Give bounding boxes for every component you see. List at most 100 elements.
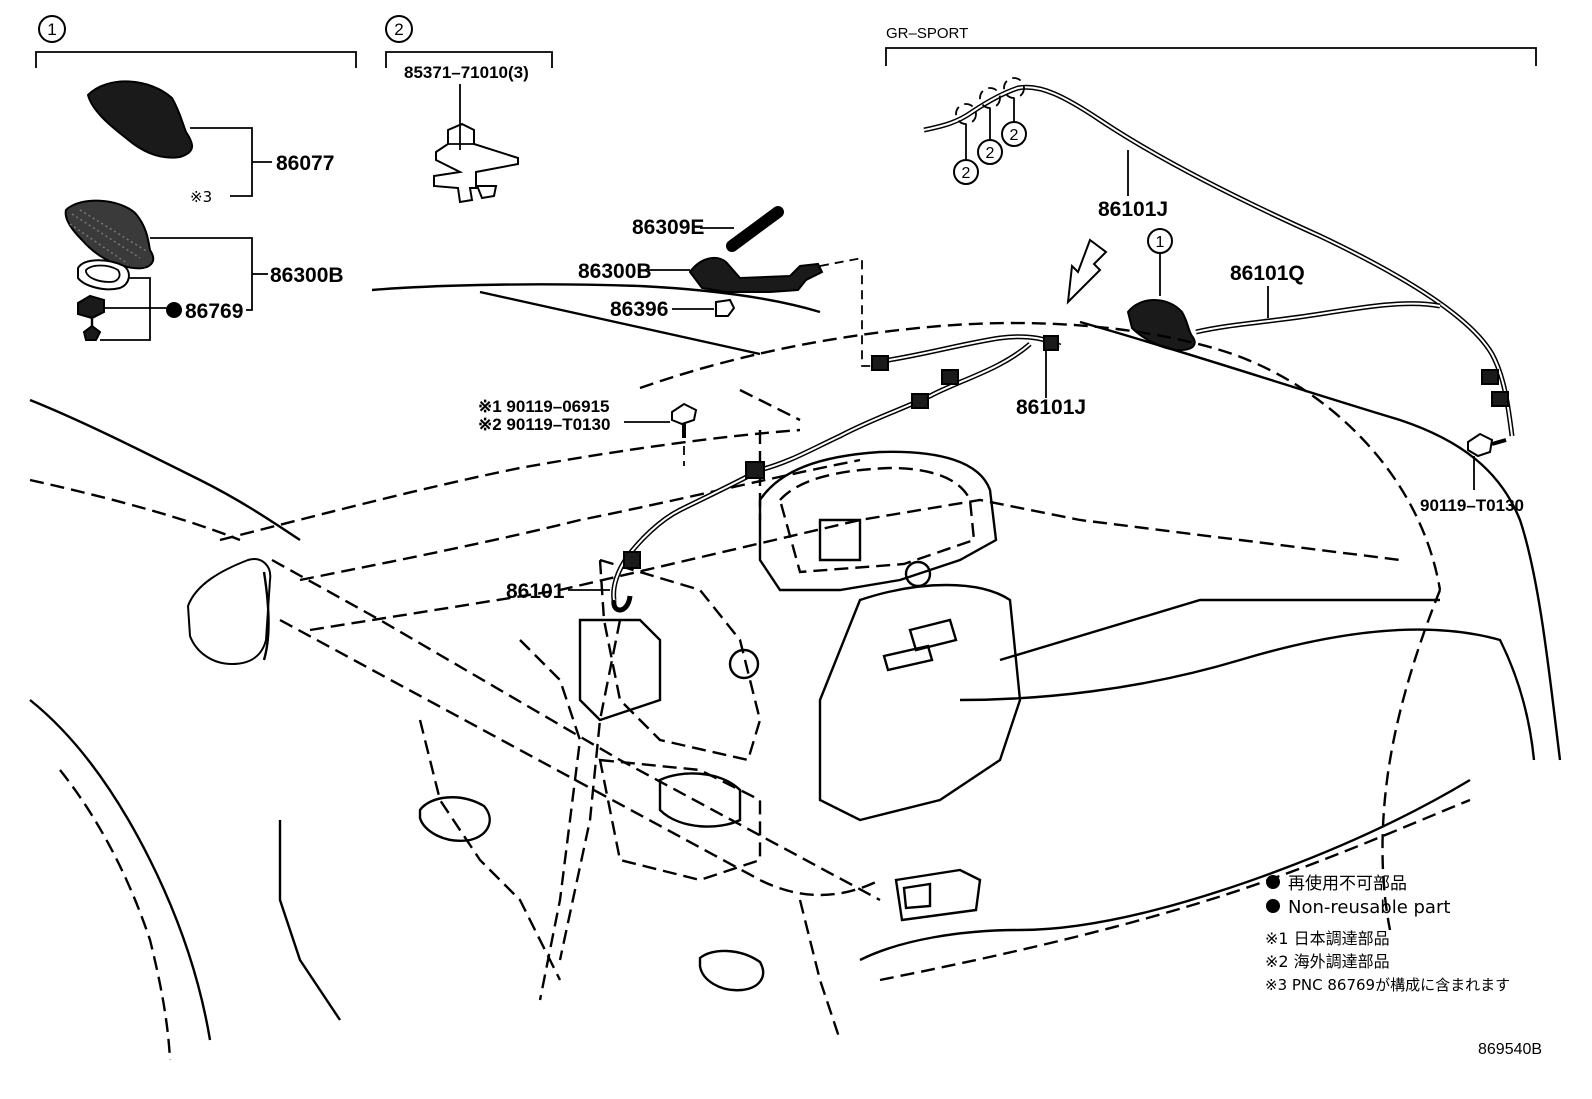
- direction-arrow: [1066, 238, 1108, 305]
- connector-c1: [745, 461, 765, 479]
- label-85371-71010: 85371–71010(3): [404, 63, 529, 82]
- legend-non-reusable-ja: 再使用不可部品: [1288, 873, 1407, 894]
- group-1-marker: 1: [47, 20, 56, 39]
- legend-note-2: ※2 海外調達部品: [1265, 952, 1390, 971]
- group-1-inset: 1 86077 ※3 86300B 86769: [35, 15, 357, 341]
- harness-86101Q: [1195, 301, 1441, 335]
- windshield-base: [219, 428, 801, 542]
- label-86300B-top: 86300B: [270, 264, 344, 287]
- steering-wheel-outline: [598, 558, 762, 762]
- roof-panel-line: [959, 628, 1536, 761]
- floor-line-right: [859, 778, 1471, 962]
- antenna-rod-shape: [726, 206, 784, 252]
- legend-non-reusable-en: Non-reusable part: [1288, 897, 1450, 918]
- harness-86101J-long-inner: [923, 86, 1513, 437]
- bolt-right-head: [1467, 432, 1494, 458]
- harness-86101Q-inner: [1195, 302, 1441, 333]
- vent-knob-1: [904, 560, 932, 588]
- group-2-marker-circle: [385, 15, 413, 43]
- door-handle-front: [698, 949, 765, 992]
- hood-dash: [29, 478, 241, 542]
- shark-fin-shape: [1126, 299, 1196, 352]
- group-1-bracket: [35, 51, 357, 68]
- bolt-head-shape: [82, 324, 102, 341]
- harness-86101-loop: [611, 595, 633, 613]
- bolt-callout-center: ※1 90119–06915 ※2 90119–T0130: [478, 397, 698, 466]
- bolt-center-head: [671, 402, 698, 426]
- label-86101J-a: 86101J: [1098, 198, 1168, 221]
- body-right-edge: [1079, 320, 1562, 761]
- bolt-right-shank: [1491, 438, 1507, 446]
- antenna-cable-dash: [819, 256, 876, 367]
- gr-sport-bracket: [885, 47, 1537, 66]
- dash-lower-left: [278, 820, 341, 1021]
- group-2-marker: 2: [394, 20, 403, 39]
- conn-marker-circle-a: [953, 159, 979, 185]
- conn-marker-circle-b: [977, 139, 1003, 165]
- door-edge-left: [29, 699, 212, 1041]
- legend-dot-ja: [1266, 875, 1280, 889]
- connector-f1: [871, 355, 889, 371]
- harness-86101J-branch-inner: [759, 343, 1031, 471]
- dash-long-1: [271, 558, 881, 902]
- conn-marker-b: 2: [986, 145, 995, 162]
- antenna-body-texture: [69, 209, 149, 265]
- gr-sport-section: GR–SPORT 2 2 2 86101J 1 86101Q: [885, 25, 1537, 515]
- cluster-screen: [818, 518, 862, 562]
- pillar-dash: [1381, 589, 1442, 931]
- gasket-inner: [85, 264, 121, 283]
- legend: 再使用不可部品 Non-reusable part ※1 日本調達部品 ※2 海…: [1265, 873, 1510, 994]
- steering-hub: [728, 648, 760, 680]
- non-reusable-dot-86769: [166, 302, 182, 318]
- gasket-shape: [77, 259, 130, 291]
- a-pillar-dash-left: [519, 639, 582, 1001]
- legend-note-3: ※3 PNC 86769が構成に含まれます: [1265, 976, 1510, 994]
- grommet-shape: [715, 298, 736, 317]
- conn-leaders: [965, 98, 1015, 160]
- label-90119-T0130-b: 90119–T0130: [1420, 496, 1524, 515]
- harness-86101J-front-inner: [875, 335, 1061, 363]
- harness-86101-inner: [612, 469, 761, 601]
- seat-dash: [798, 899, 842, 1041]
- roof-line-a: [371, 283, 821, 314]
- hood-line: [29, 398, 301, 541]
- label-86300B: 86300B: [578, 260, 652, 283]
- switch-panel: [894, 868, 982, 922]
- leader-86077: [190, 127, 253, 197]
- dash-long-3: [279, 618, 881, 897]
- label-86077: 86077: [276, 152, 334, 175]
- diagram-code: 869540B: [1478, 1041, 1542, 1058]
- label-90119-T0130-a: ※2 90119–T0130: [478, 415, 610, 434]
- clip-detail: [448, 124, 474, 150]
- legend-dot-en: [1266, 899, 1280, 913]
- harness-clip-shape: [433, 122, 519, 204]
- label-86769: 86769: [185, 300, 243, 323]
- antenna-base-shape: [688, 256, 824, 293]
- nut-shape: [77, 294, 105, 320]
- a-pillar-dash-right: [558, 619, 622, 961]
- floor-dash-right: [879, 798, 1471, 982]
- conn-marker-c: 2: [1010, 127, 1019, 144]
- mirror-inner: [262, 571, 270, 661]
- group-2-inset: 2 85371–71010(3): [385, 15, 553, 204]
- leader-86769: [100, 277, 168, 341]
- instrument-cluster-outline: [758, 450, 998, 592]
- label-gr-sport: GR–SPORT: [886, 25, 968, 42]
- label-86101J-b: 86101J: [1016, 396, 1086, 419]
- cluster-left-panel: [578, 618, 662, 722]
- callout-1: 1: [1156, 234, 1165, 251]
- dash-top-solid: [999, 598, 1440, 662]
- dash-top: [309, 498, 1401, 632]
- vehicle-outline: 86101J 86101: [29, 283, 1562, 1061]
- label-86101: 86101: [506, 580, 565, 603]
- label-86101Q: 86101Q: [1230, 262, 1305, 285]
- connector-f4: [1043, 335, 1059, 351]
- door-handle-left: [418, 796, 491, 842]
- cupholder: [658, 772, 742, 828]
- connector-r1: [1481, 369, 1499, 385]
- center-antenna-parts: 86309E 86300B 86396: [578, 206, 876, 367]
- center-stack-outline: [818, 583, 1022, 822]
- lower-dash-2: [418, 719, 562, 981]
- cluster-inner: [778, 466, 976, 574]
